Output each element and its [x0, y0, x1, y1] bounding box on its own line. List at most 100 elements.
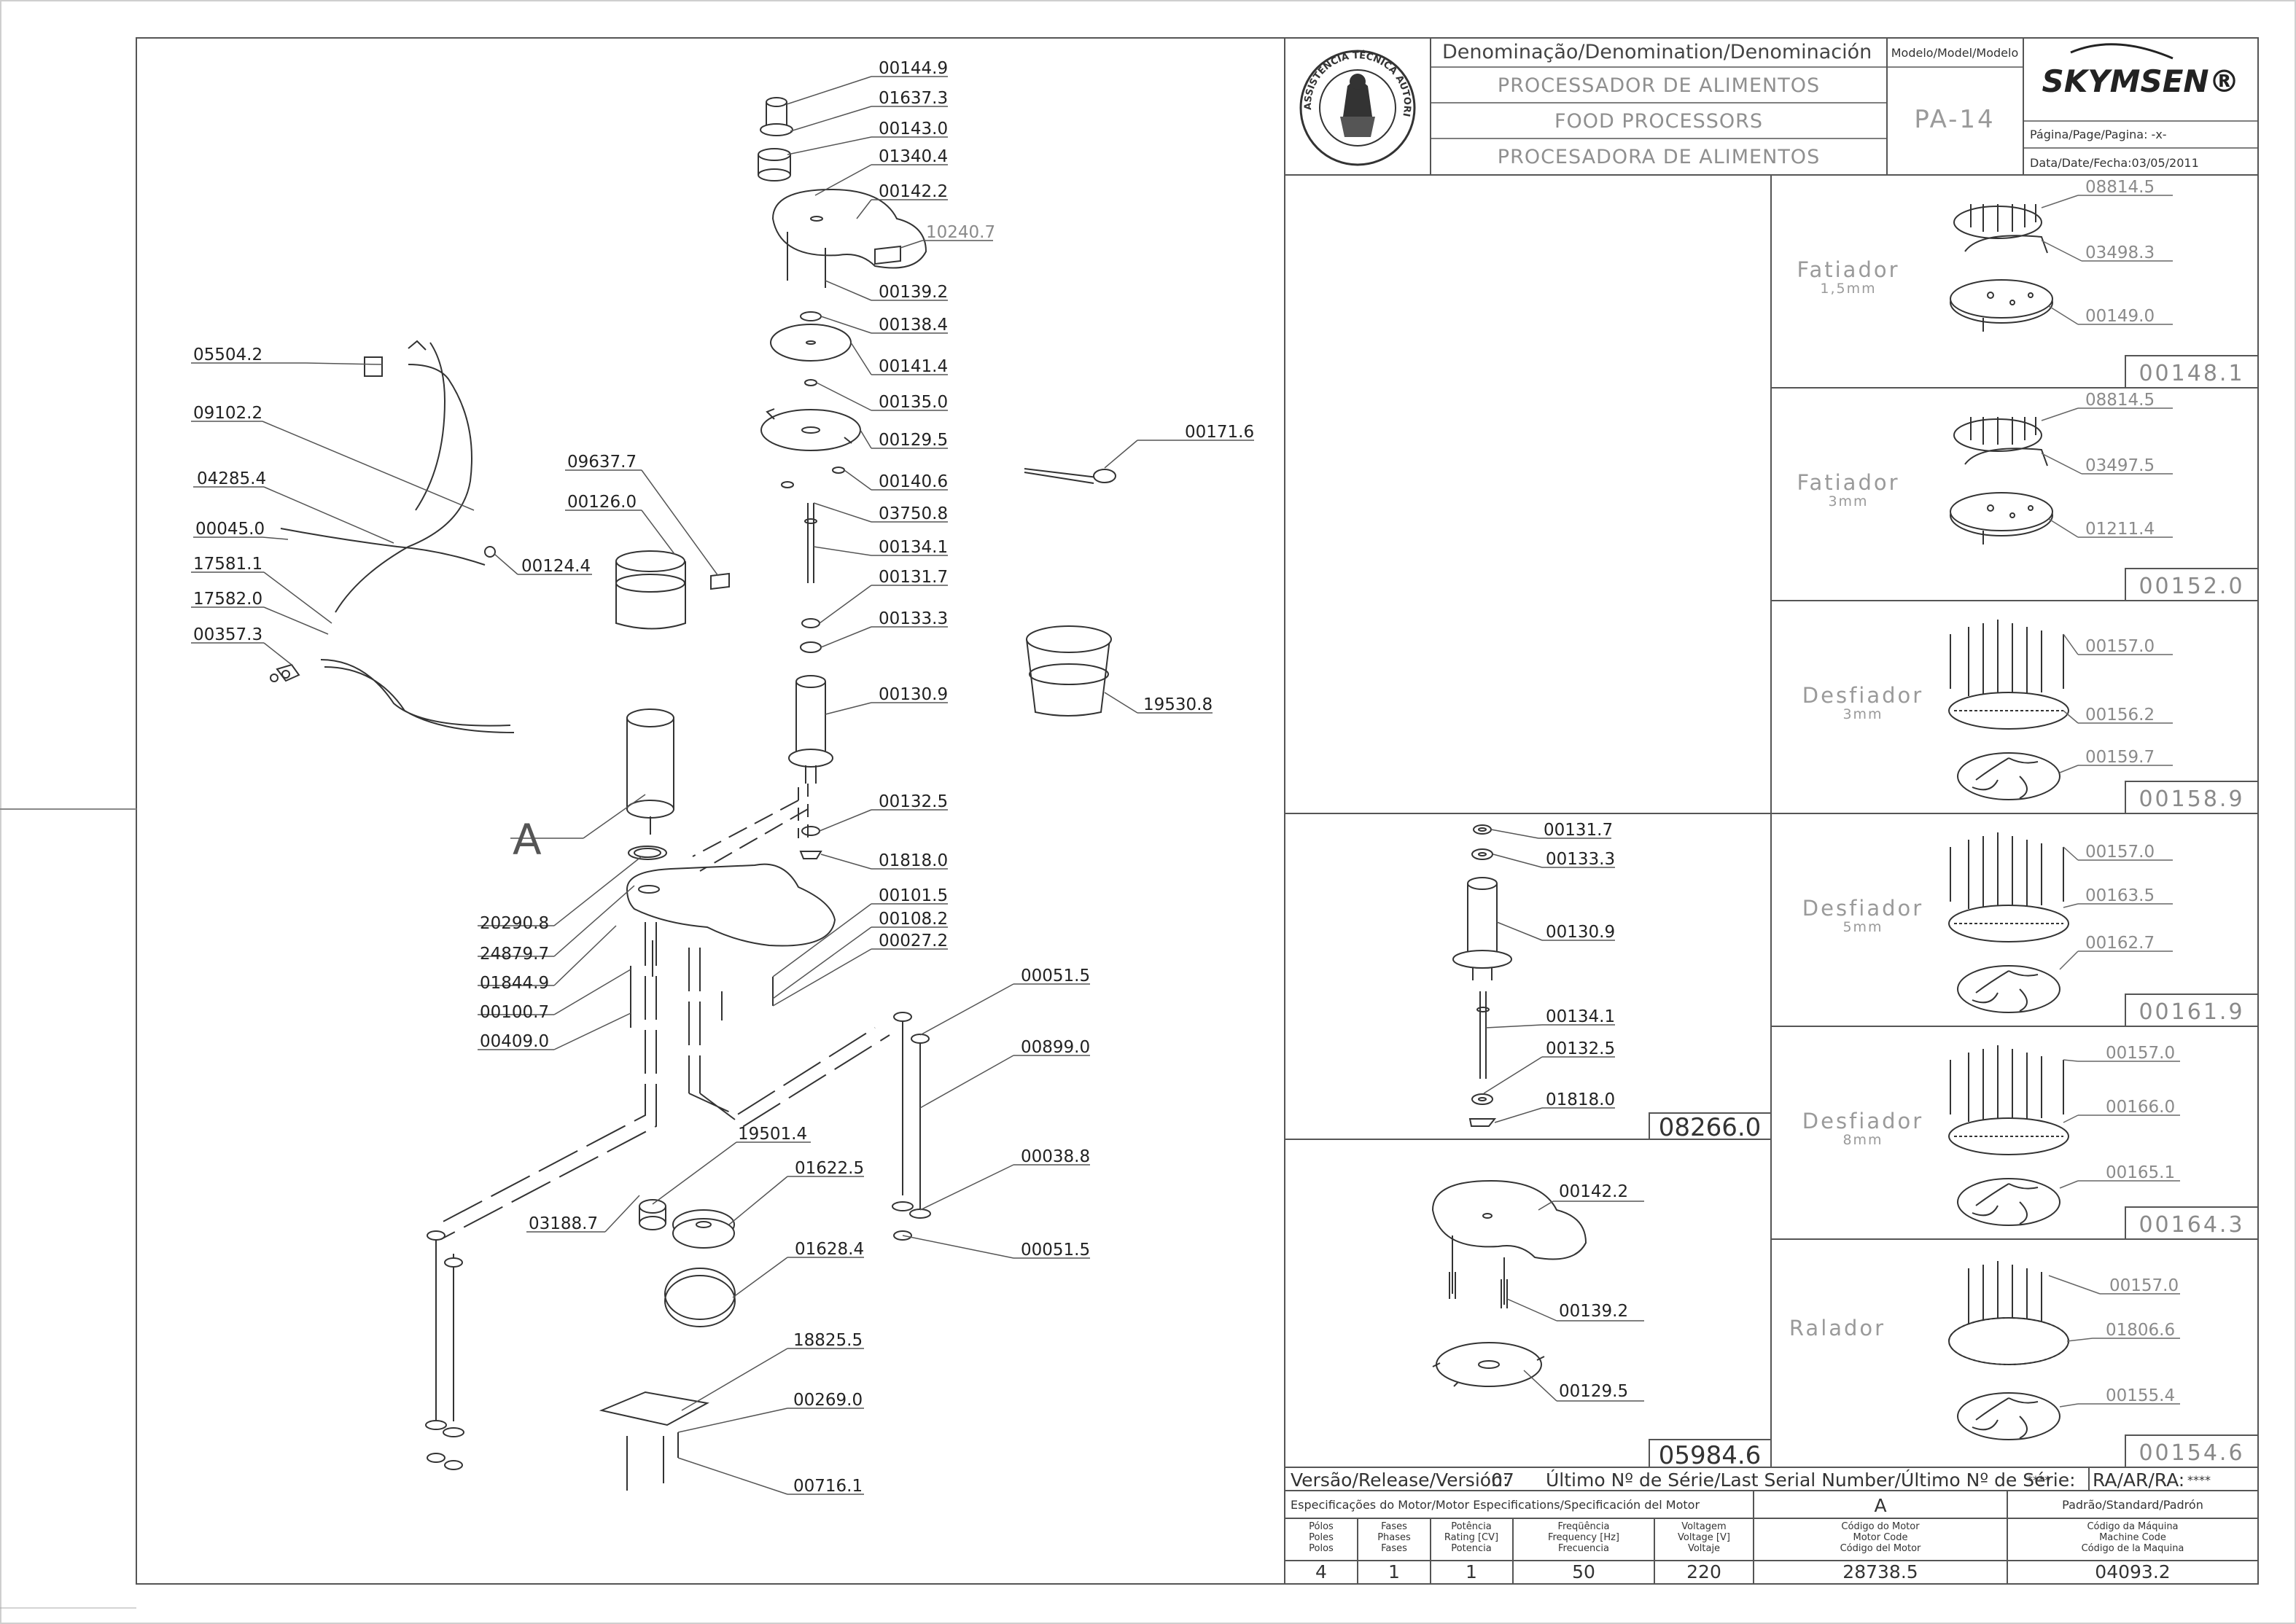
svg-text:01622.5: 01622.5	[795, 1159, 864, 1178]
svg-text:08814.5: 08814.5	[2085, 391, 2155, 410]
svg-text:01637.3: 01637.3	[879, 89, 948, 108]
svg-text:00134.1: 00134.1	[1546, 1007, 1615, 1026]
svg-text:Freqüência: Freqüência	[1557, 1521, 1609, 1532]
svg-text:A: A	[513, 815, 542, 864]
svg-text:08814.5: 08814.5	[2085, 178, 2155, 197]
svg-text:00165.1: 00165.1	[2106, 1163, 2175, 1182]
svg-text:00129.5: 00129.5	[1559, 1382, 1628, 1401]
svg-text:00129.5: 00129.5	[879, 431, 948, 450]
svg-text:20290.8: 20290.8	[480, 914, 549, 933]
svg-text:03750.8: 03750.8	[879, 504, 948, 523]
svg-text:00139.2: 00139.2	[879, 283, 948, 302]
svg-text:00152.0: 00152.0	[2139, 574, 2244, 599]
svg-text:09102.2: 09102.2	[193, 404, 262, 423]
svg-text:00051.5: 00051.5	[1021, 1241, 1090, 1260]
name-pt: PROCESSADOR DE ALIMENTOS	[1498, 74, 1820, 97]
svg-text:4: 4	[1315, 1561, 1327, 1582]
svg-text:00142.2: 00142.2	[879, 182, 948, 201]
svg-text:00164.3: 00164.3	[2139, 1212, 2244, 1238]
svg-text:Machine Code: Machine Code	[2099, 1532, 2166, 1543]
svg-text:00155.4: 00155.4	[2106, 1386, 2175, 1405]
kit-desfiador-3: Desfiador 3mm 00157.0 00156.2 00159.7 00…	[1802, 620, 2259, 814]
svg-text:Voltagem: Voltagem	[1681, 1521, 1726, 1532]
svg-text:00131.7: 00131.7	[1544, 821, 1613, 840]
svg-text:00163.5: 00163.5	[2085, 886, 2155, 905]
svg-text:08266.0: 08266.0	[1659, 1113, 1762, 1142]
svg-text:00135.0: 00135.0	[879, 393, 948, 412]
svg-text:00159.7: 00159.7	[2085, 748, 2155, 767]
svg-text:01340.4: 01340.4	[879, 147, 948, 166]
svg-text:03188.7: 03188.7	[529, 1214, 598, 1233]
svg-text:00038.8: 00038.8	[1021, 1147, 1090, 1166]
svg-text:00269.0: 00269.0	[793, 1391, 863, 1410]
svg-text:17581.1: 17581.1	[193, 555, 262, 574]
title-block: ASSISTÊNCIA TÉCNICA AUTORIZADA Denominaç…	[0, 0, 2259, 176]
svg-text:00144.9: 00144.9	[879, 59, 948, 78]
svg-text:****: ****	[2187, 1473, 2211, 1487]
svg-text:17582.0: 17582.0	[193, 590, 262, 609]
model-header: Modelo/Model/Modelo	[1891, 46, 2018, 60]
svg-text:Versão/Release/Versión:: Versão/Release/Versión:	[1291, 1469, 1509, 1491]
svg-text:ASSISTÊNCIA TÉCNICA AUTORIZADA: ASSISTÊNCIA TÉCNICA AUTORIZADA	[0, 0, 1412, 117]
svg-text:00045.0: 00045.0	[195, 520, 265, 539]
svg-text:01211.4: 01211.4	[2085, 520, 2155, 539]
skymsen-logo: SKYMSEN®	[2042, 63, 2239, 99]
svg-text:Voltaje: Voltaje	[1688, 1543, 1720, 1554]
svg-text:03498.3: 03498.3	[2085, 243, 2155, 262]
svg-text:00130.9: 00130.9	[1546, 923, 1615, 942]
svg-text:00139.2: 00139.2	[1559, 1302, 1628, 1321]
kit-desfiador-5: Desfiador 5mm 00157.0 00163.5 00162.7 00…	[1802, 832, 2259, 1027]
svg-text:Fases: Fases	[1381, 1521, 1407, 1532]
svg-text:Poles: Poles	[1309, 1532, 1334, 1543]
svg-text:00157.0: 00157.0	[2085, 843, 2155, 862]
svg-text:00141.4: 00141.4	[879, 357, 948, 376]
name-es: PROCESADORA DE ALIMENTOS	[1498, 146, 1820, 168]
svg-text:RA/AR/RA:: RA/AR/RA:	[2093, 1469, 2184, 1491]
svg-text:Potência: Potência	[1451, 1521, 1491, 1532]
svg-text:09637.7: 09637.7	[567, 453, 637, 472]
svg-text:00357.3: 00357.3	[193, 625, 262, 644]
svg-text:3mm: 3mm	[1842, 706, 1883, 722]
svg-text:00131.7: 00131.7	[879, 568, 948, 587]
svg-text:00157.0: 00157.0	[2109, 1276, 2179, 1295]
svg-text:00130.9: 00130.9	[879, 685, 948, 704]
svg-text:220: 220	[1686, 1561, 1721, 1582]
svg-text:3mm: 3mm	[1828, 493, 1868, 510]
model-code: PA-14	[1914, 105, 1995, 134]
svg-text:5mm: 5mm	[1842, 919, 1883, 935]
svg-text:00100.7: 00100.7	[480, 1003, 549, 1022]
svg-text:19530.8: 19530.8	[1143, 695, 1213, 714]
svg-text:00126.0: 00126.0	[567, 493, 637, 512]
svg-text:Código del Motor: Código del Motor	[1840, 1543, 1921, 1554]
svg-text:00409.0: 00409.0	[480, 1032, 549, 1051]
svg-text:00133.3: 00133.3	[1546, 850, 1615, 869]
svg-text:Código da Máquina: Código da Máquina	[2087, 1521, 2178, 1532]
svg-text:03497.5: 03497.5	[2085, 456, 2155, 475]
denomination-header: Denominação/Denomination/Denominación	[1442, 41, 1872, 63]
svg-text:01818.0: 01818.0	[1546, 1090, 1615, 1109]
svg-text:00143.0: 00143.0	[879, 120, 948, 138]
svg-text:00154.6: 00154.6	[2139, 1440, 2244, 1466]
svg-text:00162.7: 00162.7	[2085, 934, 2155, 953]
svg-text:8mm: 8mm	[1842, 1132, 1883, 1148]
svg-text:Frecuencia: Frecuencia	[1558, 1543, 1609, 1554]
svg-text:Fases: Fases	[1381, 1543, 1407, 1554]
svg-text:Motor Code: Motor Code	[1853, 1532, 1908, 1543]
svg-text:00027.2: 00027.2	[879, 932, 948, 950]
svg-text:00132.5: 00132.5	[879, 792, 948, 811]
drawing-border	[136, 37, 2259, 1585]
svg-text:00108.2: 00108.2	[879, 910, 948, 929]
kit-fatiador-3: Fatiador 3mm 08814.5 03497.5 01211.4 001…	[1797, 391, 2259, 601]
svg-text:1,5mm: 1,5mm	[1820, 281, 1876, 297]
svg-text:07: 07	[1491, 1469, 1514, 1491]
svg-text:50: 50	[1572, 1561, 1595, 1582]
svg-text:Polos: Polos	[1309, 1543, 1334, 1554]
svg-text:Voltage [V]: Voltage [V]	[1678, 1532, 1730, 1543]
name-en: FOOD PROCESSORS	[1554, 110, 1763, 133]
svg-text:04285.4: 04285.4	[197, 469, 266, 488]
svg-text:01818.0: 01818.0	[879, 851, 948, 870]
svg-text:19501.4: 19501.4	[738, 1125, 807, 1144]
svg-text:Rating [CV]: Rating [CV]	[1444, 1532, 1498, 1543]
kit-ralador: Ralador 00157.0 01806.6 00155.4 00154.6	[1789, 1261, 2259, 1468]
